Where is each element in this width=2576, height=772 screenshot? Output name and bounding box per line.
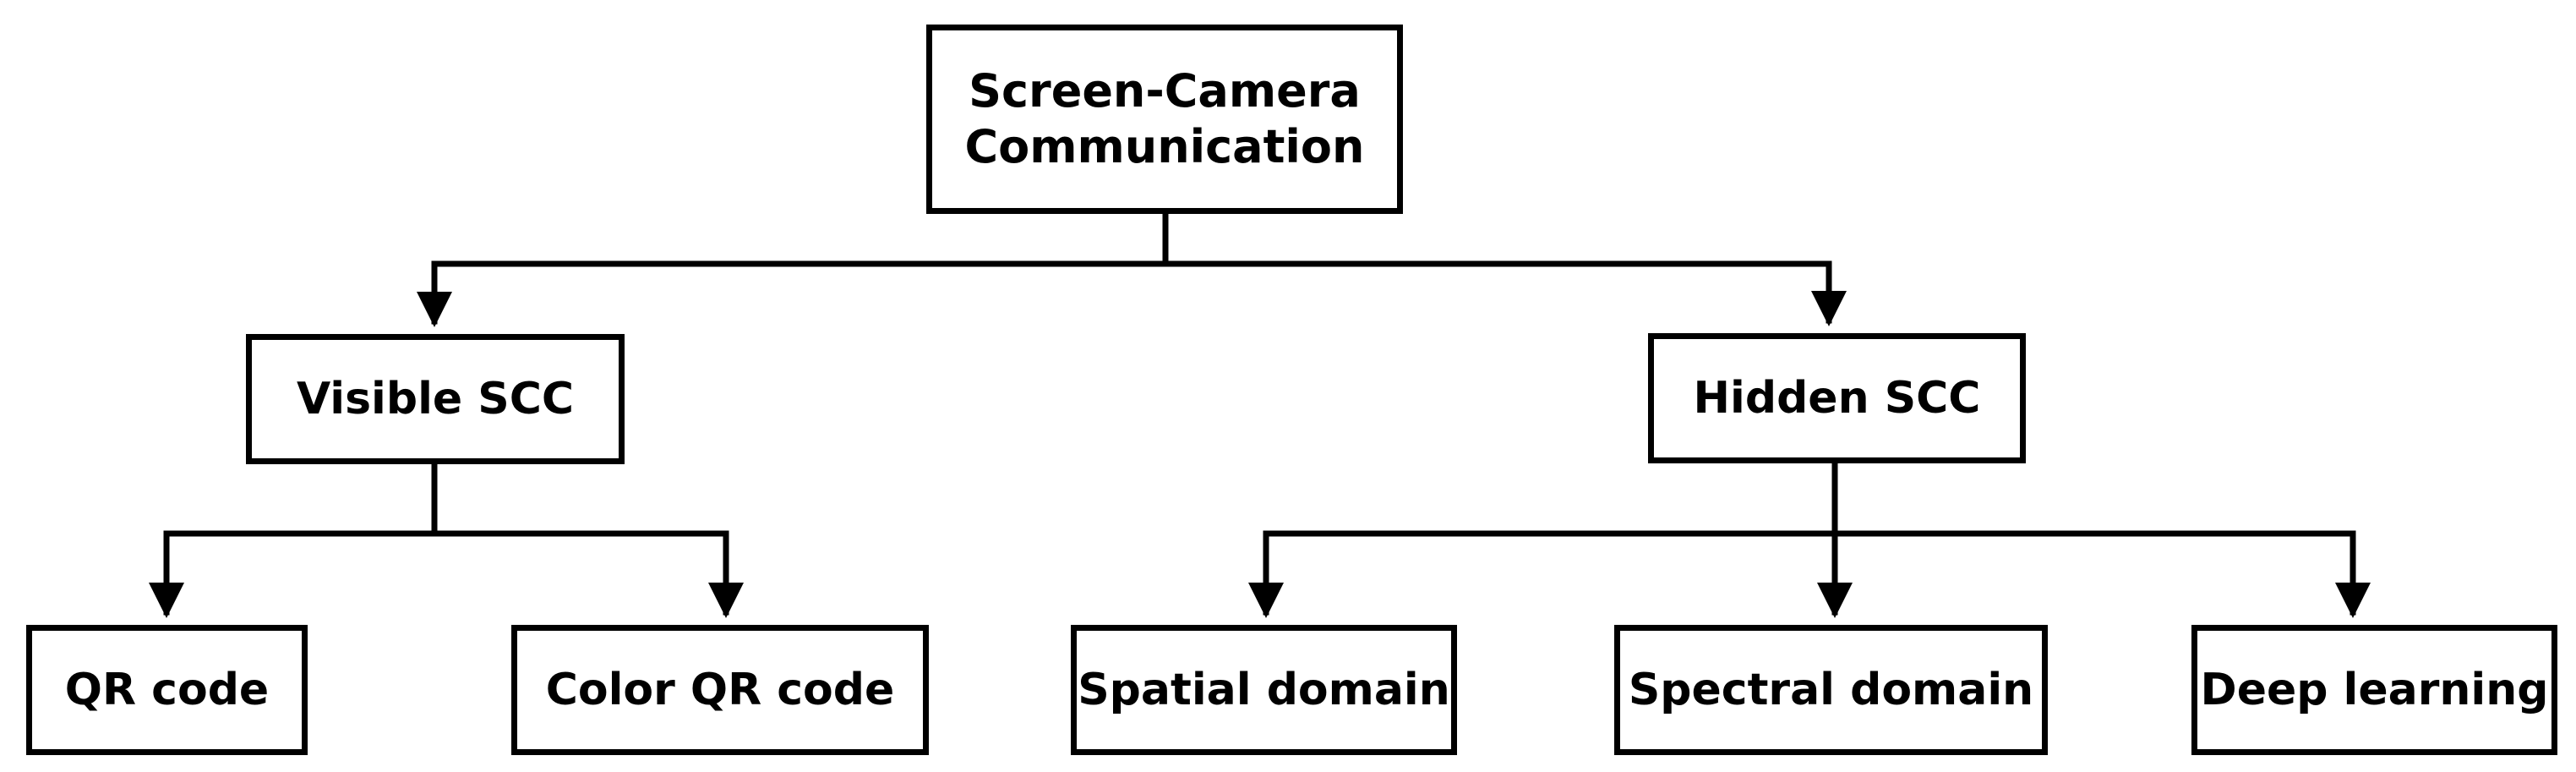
node-spectral-domain: Spectral domain — [1614, 625, 2048, 755]
root-node-screen-camera-communication: Screen-Camera Communication — [926, 25, 1403, 214]
node-hidden-scc-label: Hidden SCC — [1693, 373, 1981, 424]
node-qr-code: QR code — [26, 625, 308, 755]
node-visible-scc-label: Visible SCC — [296, 374, 575, 424]
node-deep-learning-label: Deep learning — [2200, 665, 2549, 715]
node-deep-learning: Deep learning — [2191, 625, 2557, 755]
node-color-qr-code-label: Color QR code — [545, 665, 895, 715]
node-qr-code-label: QR code — [64, 665, 270, 715]
node-hidden-scc: Hidden SCC — [1648, 333, 2026, 463]
root-node-label-line1: Screen-Camera — [969, 64, 1361, 118]
node-spatial-domain-label: Spatial domain — [1078, 665, 1450, 715]
node-spatial-domain: Spatial domain — [1071, 625, 1457, 755]
node-color-qr-code: Color QR code — [511, 625, 929, 755]
node-spectral-domain-label: Spectral domain — [1628, 665, 2034, 715]
root-node-label-line2: Communication — [964, 120, 1365, 173]
node-visible-scc: Visible SCC — [246, 334, 625, 464]
